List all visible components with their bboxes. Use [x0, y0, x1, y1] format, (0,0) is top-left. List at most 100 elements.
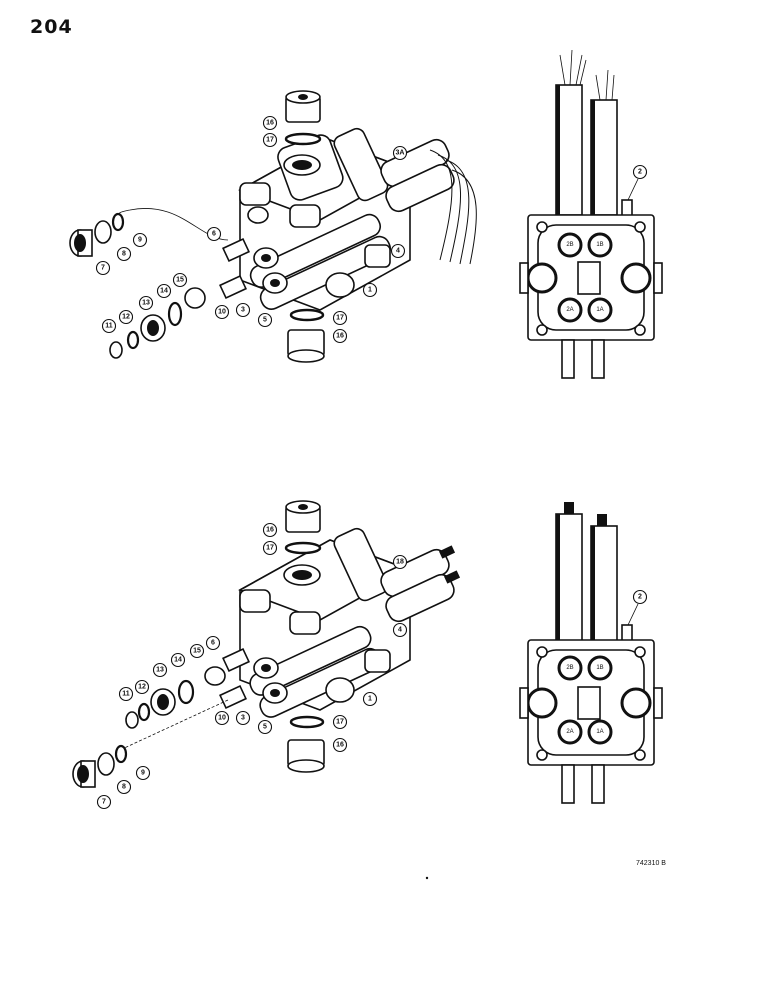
upper-port-1b: 1B — [587, 232, 613, 258]
callout-label: 14 — [160, 288, 168, 295]
lower-callout-8: 8 — [116, 779, 132, 795]
port-label: 2B — [566, 242, 573, 248]
lower-end-view: 2B 1B 2A 1A 2 — [519, 502, 663, 804]
lower-exploded-view: 16 17 18 4 6 15 14 13 12 11 10 3 5 1 17 … — [72, 500, 461, 810]
callout-label: 17 — [266, 137, 274, 144]
callout-label: 12 — [122, 314, 130, 321]
drawing-id: 742310 B — [636, 860, 666, 867]
upper-exploded-view: 16 17 3A 6 4 1 7 8 9 15 14 13 12 11 10 3… — [69, 90, 477, 363]
port-label: 1A — [596, 307, 603, 313]
upper-callout-7: 7 — [95, 260, 111, 276]
callout-label: 7 — [101, 265, 105, 272]
callout-label: 10 — [218, 309, 226, 316]
callout-label: 13 — [142, 300, 150, 307]
lower-plug-top — [284, 500, 322, 555]
callout-label: 14 — [174, 657, 182, 664]
callout-label: 15 — [193, 648, 201, 655]
lower-plug-bottom — [287, 715, 325, 773]
callout-label: 3 — [241, 307, 245, 314]
lower-callout-16b: 16 — [332, 737, 348, 753]
lower-callout-6: 6 — [205, 635, 221, 651]
port-label: 1B — [596, 665, 603, 671]
callout-label: 6 — [212, 231, 216, 238]
lower-callout-13: 13 — [152, 662, 168, 678]
port-label: 2A — [566, 307, 573, 313]
upper-callout-16a: 16 — [262, 115, 278, 131]
callout-label: 4 — [398, 627, 402, 634]
upper-callout-4: 4 — [390, 243, 406, 259]
upper-port-1a: 1A — [587, 297, 613, 323]
lower-callout-11: 11 — [118, 686, 134, 702]
lower-callout-3: 3 — [235, 710, 251, 726]
callout-label: 2 — [638, 169, 642, 176]
page-number: 204 — [30, 16, 73, 38]
callout-label: 8 — [122, 251, 126, 258]
callout-label: 3 — [241, 715, 245, 722]
callout-label: 16 — [336, 333, 344, 340]
upper-plug-top — [284, 90, 322, 146]
callout-label: 5 — [263, 317, 267, 324]
upper-callout-13: 13 — [138, 295, 154, 311]
callout-label: 15 — [176, 277, 184, 284]
callout-label: 9 — [138, 237, 142, 244]
lower-callout-15: 15 — [189, 643, 205, 659]
upper-end-view: 2B 1B 2A 1A 2 — [519, 49, 663, 379]
callout-label: 8 — [122, 784, 126, 791]
lower-callout-18: 18 — [392, 554, 408, 570]
port-label: 1A — [596, 729, 603, 735]
callout-label: 2 — [638, 594, 642, 601]
upper-callout-3a: 3A — [392, 145, 408, 161]
upper-callout-8: 8 — [116, 246, 132, 262]
lower-port-1b: 1B — [587, 655, 613, 681]
upper-plug-bottom — [287, 308, 325, 363]
callout-label: 12 — [138, 684, 146, 691]
lower-callout-5: 5 — [257, 719, 273, 735]
port-label: 2A — [566, 729, 573, 735]
upper-end-callout-2: 2 — [632, 164, 648, 180]
lower-callout-12: 12 — [134, 679, 150, 695]
callout-label: 16 — [266, 527, 274, 534]
callout-label: 16 — [336, 742, 344, 749]
lower-valve-body — [119, 527, 461, 751]
upper-callout-15: 15 — [172, 272, 188, 288]
upper-callout-5: 5 — [257, 312, 273, 328]
callout-label: 17 — [266, 545, 274, 552]
upper-callout-11: 11 — [101, 318, 117, 334]
upper-callout-16b: 16 — [332, 328, 348, 344]
upper-callout-9: 9 — [132, 232, 148, 248]
upper-callout-1: 1 — [362, 282, 378, 298]
port-label: 2B — [566, 665, 573, 671]
lower-callout-1: 1 — [362, 691, 378, 707]
upper-port-2a: 2A — [557, 297, 583, 323]
callout-label: 17 — [336, 719, 344, 726]
upper-callout-17b: 17 — [332, 310, 348, 326]
upper-valve-body — [118, 127, 477, 311]
lower-left-fittings — [72, 666, 226, 788]
callout-label: 11 — [122, 691, 130, 698]
callout-label: 18 — [396, 559, 404, 566]
upper-callout-17a: 17 — [262, 132, 278, 148]
lower-callout-7: 7 — [96, 794, 112, 810]
callout-label: 16 — [266, 120, 274, 127]
callout-label: 3A — [396, 150, 405, 157]
callout-label: 10 — [218, 715, 226, 722]
upper-port-2b: 2B — [557, 232, 583, 258]
upper-callout-10: 10 — [214, 304, 230, 320]
lower-callout-16a: 16 — [262, 522, 278, 538]
lower-callout-4: 4 — [392, 622, 408, 638]
upper-callout-12: 12 — [118, 309, 134, 325]
callout-label: 1 — [368, 696, 372, 703]
callout-label: 6 — [211, 640, 215, 647]
upper-callout-14: 14 — [156, 283, 172, 299]
lower-port-2b: 2B — [557, 655, 583, 681]
lower-end-callout-2: 2 — [632, 589, 648, 605]
callout-label: 9 — [141, 770, 145, 777]
callout-label: 11 — [105, 323, 113, 330]
callout-label: 13 — [156, 667, 164, 674]
port-label: 1B — [596, 242, 603, 248]
upper-callout-6: 6 — [206, 226, 222, 242]
lower-port-2a: 2A — [557, 719, 583, 745]
upper-callout-3: 3 — [235, 302, 251, 318]
callout-label: 4 — [396, 248, 400, 255]
